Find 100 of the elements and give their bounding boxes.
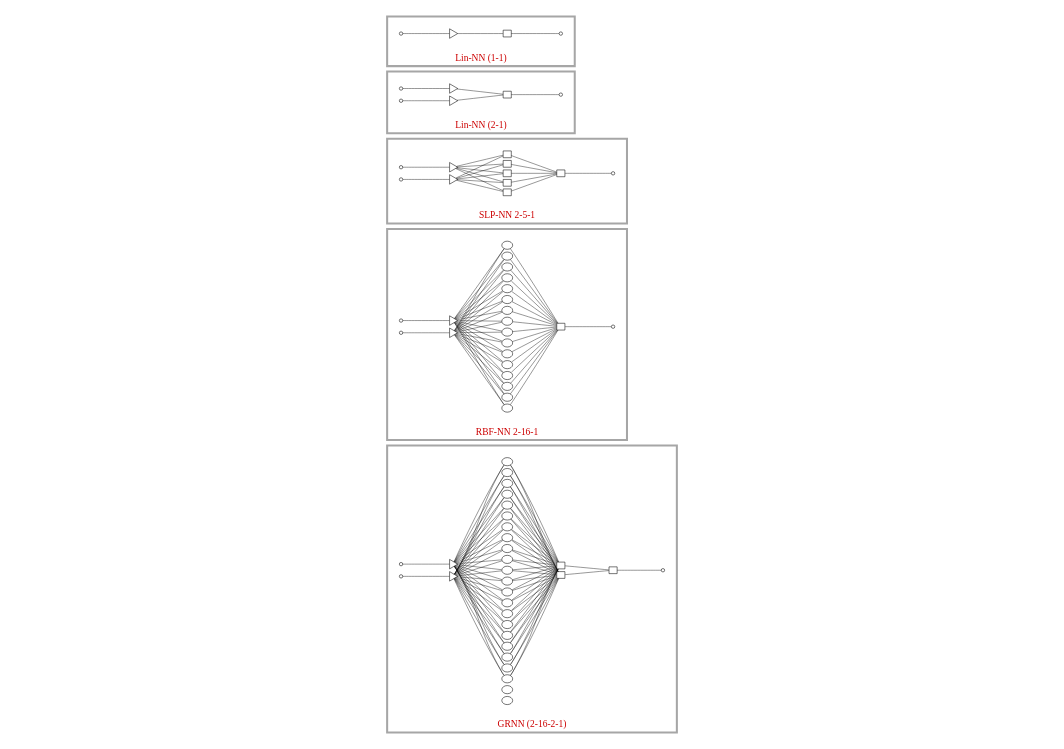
connector: [511, 328, 557, 352]
connector: [455, 321, 503, 352]
connector: [454, 280, 504, 332]
connector: [454, 565, 504, 611]
connector: [456, 167, 504, 174]
connector: [454, 334, 504, 395]
node-circle: [558, 92, 563, 97]
node-box: [502, 150, 512, 158]
node-ellipse: [501, 685, 513, 694]
node-ellipse: [501, 587, 513, 597]
connector: [454, 529, 504, 575]
connector: [455, 539, 503, 564]
node-ellipse: [501, 295, 513, 304]
connector: [510, 568, 558, 633]
connector: [455, 301, 503, 332]
node-ellipse: [501, 457, 513, 467]
node-triangle: [449, 83, 458, 94]
node-ellipse: [501, 631, 513, 640]
connector: [455, 333, 503, 353]
connector: [512, 575, 557, 591]
connector: [455, 577, 503, 591]
node-circle: [399, 98, 403, 103]
node-circle: [399, 574, 403, 579]
connector: [512, 566, 557, 580]
node-box: [608, 566, 618, 574]
node-ellipse: [501, 360, 513, 369]
connector: [454, 565, 504, 622]
node-circle: [399, 562, 403, 567]
connector: [510, 568, 558, 622]
connector: [510, 578, 558, 633]
connector: [455, 168, 504, 191]
connector: [512, 575, 557, 581]
node-ellipse: [501, 598, 513, 608]
cluster: Lin-NN (1-1): [386, 15, 576, 68]
node-ellipse: [501, 652, 513, 662]
cluster: GRNN (2-16-2-1): [386, 444, 678, 734]
node-circle: [611, 324, 616, 329]
connector: [511, 529, 557, 564]
node-box: [556, 323, 566, 331]
node-box: [502, 29, 512, 38]
cluster: Lin-NN (2-1): [386, 70, 576, 135]
connector: [454, 577, 504, 622]
node-ellipse: [501, 479, 513, 488]
node-ellipse: [501, 306, 513, 315]
connector: [454, 334, 504, 384]
node-triangle: [449, 162, 458, 173]
connector: [510, 518, 558, 572]
node-ellipse: [501, 327, 513, 337]
node-ellipse: [501, 489, 513, 499]
node-ellipse: [501, 696, 513, 705]
node-circle: [399, 318, 403, 323]
node-ellipse: [501, 251, 513, 261]
connector: [455, 577, 503, 612]
connector: [454, 508, 504, 563]
node-ellipse: [501, 609, 513, 618]
connector: [511, 529, 557, 572]
connector: [454, 291, 504, 332]
node-circle: [399, 177, 403, 182]
connector: [512, 327, 557, 342]
cluster: SLP-NN 2-5-1: [386, 137, 628, 225]
connector: [455, 560, 503, 576]
node-triangle: [449, 95, 458, 106]
node-ellipse: [501, 262, 513, 272]
connector: [456, 564, 502, 570]
connector: [511, 577, 557, 612]
connector: [455, 549, 503, 564]
node-ellipse: [501, 349, 513, 359]
node-ellipse: [501, 663, 513, 673]
connector: [512, 560, 557, 575]
node-box: [502, 179, 512, 187]
connector: [455, 565, 503, 591]
node-ellipse: [501, 403, 513, 413]
connector: [512, 570, 557, 575]
connector: [454, 280, 504, 320]
connector: [510, 578, 557, 622]
connector: [455, 290, 503, 320]
connector: [455, 155, 504, 179]
node-ellipse: [501, 382, 513, 391]
node-ellipse: [501, 620, 513, 629]
connector: [456, 559, 502, 564]
connector: [512, 549, 557, 565]
node-box: [502, 90, 512, 99]
node-ellipse: [501, 576, 513, 586]
connector: [454, 322, 504, 384]
node-ellipse: [501, 240, 513, 250]
node-triangle: [449, 327, 458, 338]
connector: [457, 179, 504, 183]
node-box: [556, 571, 566, 579]
node-ellipse: [501, 674, 513, 684]
connector: [510, 330, 558, 395]
connector: [454, 322, 504, 362]
connector: [455, 529, 503, 563]
connector: [511, 567, 557, 591]
node-circle: [399, 86, 403, 91]
node-ellipse: [501, 533, 513, 542]
connector: [454, 270, 504, 332]
connector: [454, 259, 504, 319]
node-ellipse: [501, 544, 513, 553]
node-ellipse: [501, 565, 513, 575]
connector: [456, 180, 504, 192]
